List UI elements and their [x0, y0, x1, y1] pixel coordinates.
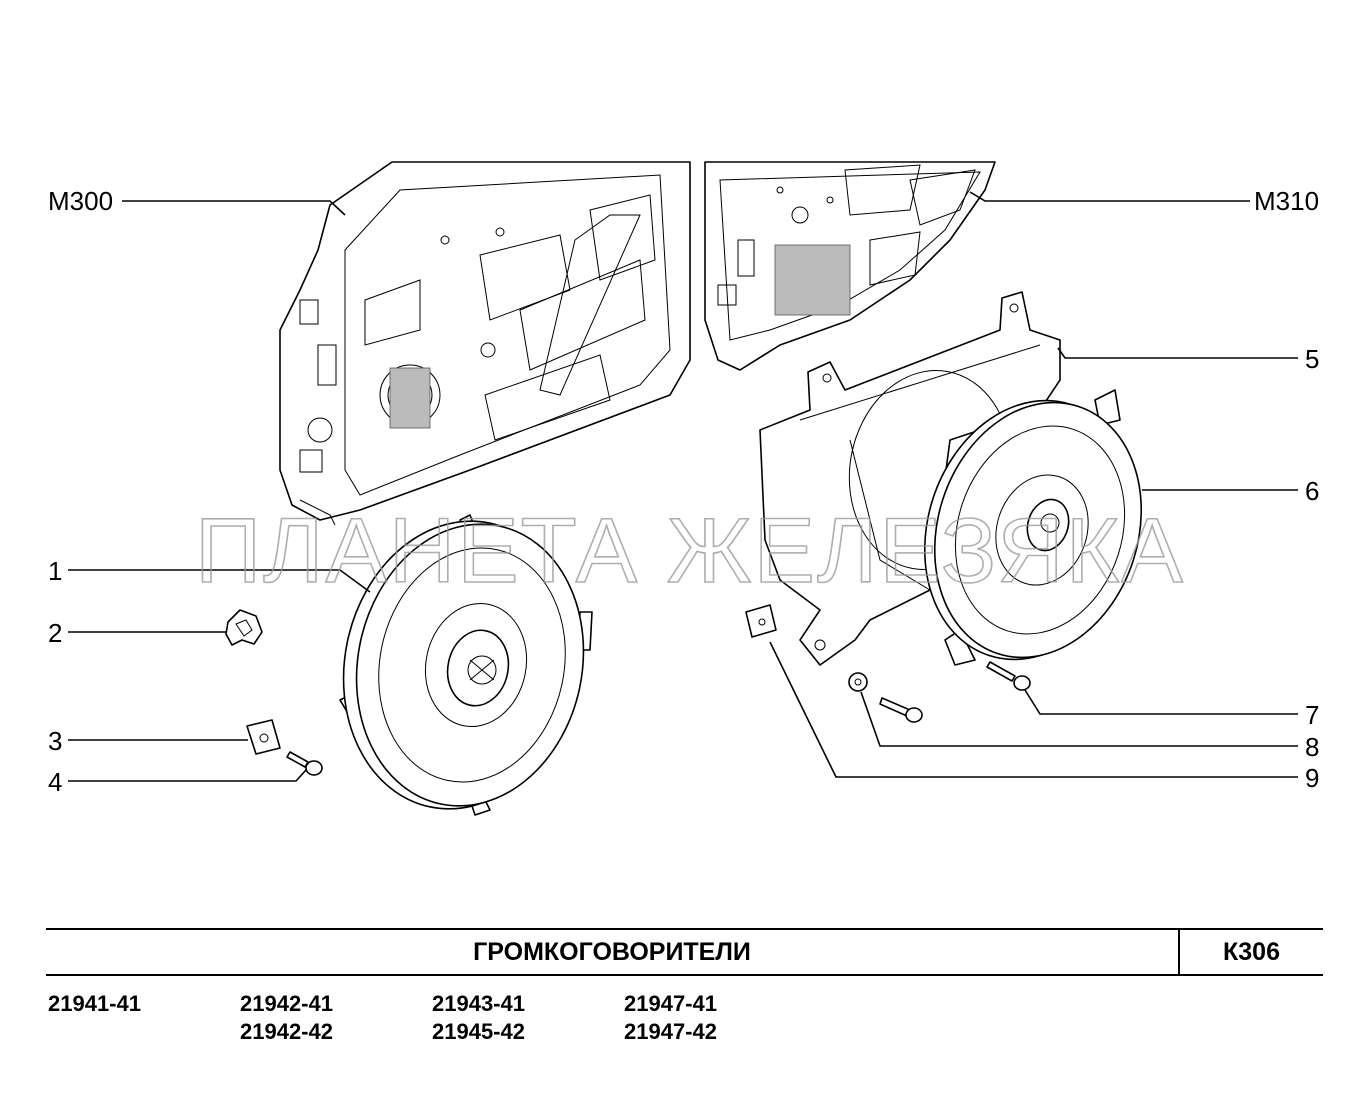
leader-lines	[68, 191, 1298, 782]
model-number: 21945-42	[432, 1019, 525, 1044]
rear-door-illustration	[704, 161, 996, 371]
speaker-left-illustration	[339, 514, 593, 816]
callout-1: 1	[48, 556, 62, 586]
model-number: 21942-42	[240, 1019, 333, 1044]
nut-clip-illustration	[246, 719, 281, 755]
callout-6: 6	[1305, 476, 1319, 506]
model-number: 21947-41	[624, 991, 717, 1016]
callout-m300: М300	[48, 186, 113, 216]
washer-illustration	[848, 672, 868, 692]
callout-9: 9	[1305, 763, 1319, 793]
callout-3: 3	[48, 726, 62, 756]
model-number: 21947-42	[624, 1019, 717, 1044]
speaker-right-illustration	[923, 389, 1143, 666]
callout-8: 8	[1305, 732, 1319, 762]
callout-m310: М310	[1254, 186, 1319, 216]
callout-2: 2	[48, 618, 62, 648]
screw-left-illustration	[286, 751, 323, 776]
callout-7: 7	[1305, 700, 1319, 730]
screw-right-illustration	[879, 661, 1031, 723]
page-title: ГРОМКОГОВОРИТЕЛИ	[473, 938, 751, 966]
clip-illustration	[225, 609, 263, 646]
front-door-illustration	[279, 161, 691, 526]
pad-illustration	[745, 604, 777, 638]
model-number: 21941-41	[48, 991, 141, 1016]
watermark: ПЛАНЕТА ЖЕЛЕЗЯКА	[195, 500, 1185, 602]
model-number: 21942-41	[240, 991, 333, 1016]
callout-5: 5	[1305, 344, 1319, 374]
model-number: 21943-41	[432, 991, 525, 1016]
speaker-bracket-illustration	[759, 291, 1061, 666]
title-block: ГРОМКОГОВОРИТЕЛИ К306	[46, 928, 1323, 976]
diagram-code: К306	[1223, 938, 1280, 966]
callout-4: 4	[48, 767, 62, 797]
title-divider	[1178, 930, 1180, 974]
